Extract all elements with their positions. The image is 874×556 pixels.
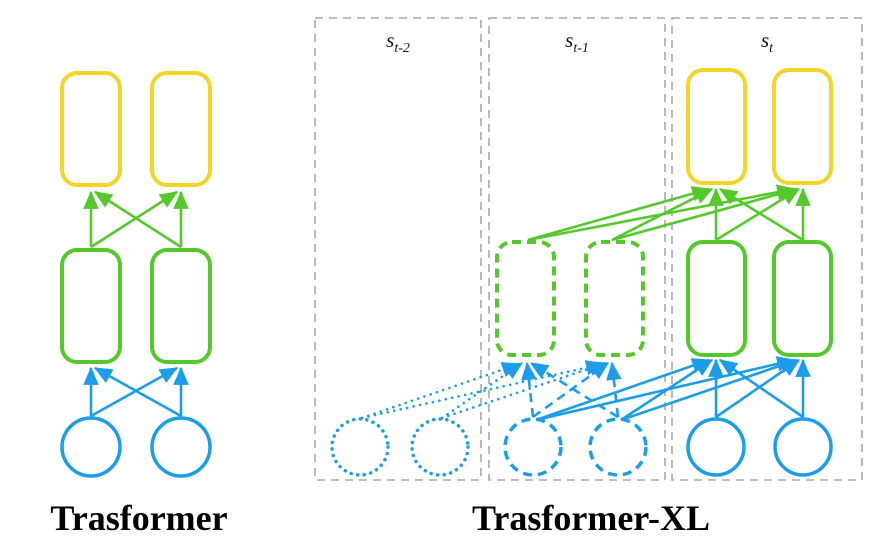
- edge-line: [620, 358, 799, 422]
- output-box: [150, 71, 212, 187]
- output-box: [60, 71, 122, 187]
- output-box: [686, 68, 747, 185]
- edge-line: [718, 358, 804, 419]
- edge-line: [93, 190, 182, 249]
- segment-label-main: s: [760, 28, 770, 52]
- xl-memory-input-edges-dashed: [521, 361, 622, 419]
- cached-hidden-box: [495, 240, 556, 357]
- segment-label-sub: t-1: [573, 41, 589, 57]
- segment-box-t: [671, 17, 863, 481]
- memory-input-node: [588, 417, 648, 477]
- edge-line: [620, 358, 714, 422]
- segment-label-main: s: [386, 28, 395, 52]
- edge-line: [529, 361, 619, 419]
- edge-line: [606, 361, 622, 418]
- input-node: [150, 416, 212, 478]
- edge-line: [521, 361, 537, 418]
- edge-line: [611, 185, 799, 242]
- segment-label-sub: t: [769, 41, 774, 57]
- edge-line: [611, 187, 714, 242]
- edge-line: [440, 360, 608, 420]
- cached-input-node: [410, 417, 470, 477]
- xl-current-input-edges: [535, 356, 811, 422]
- memory-input-node: [503, 417, 563, 477]
- segment-label-t: st: [761, 28, 773, 57]
- edge-line: [360, 362, 521, 420]
- hidden-box: [150, 248, 212, 364]
- edge-line: [535, 358, 711, 422]
- edge-line: [440, 361, 524, 420]
- edge-line: [532, 361, 610, 419]
- cached-hidden-box: [584, 240, 645, 357]
- edge-line: [527, 186, 711, 242]
- input-node: [60, 416, 122, 478]
- segment-box-t-2: [314, 17, 482, 481]
- edge-line: [90, 366, 179, 418]
- segment-label-main: s: [565, 28, 574, 52]
- segment-label-t-2: st-2: [386, 28, 410, 57]
- transformer-xl-title: Trasformer-XL: [472, 498, 710, 538]
- segment-label-t-1: st-1: [565, 28, 589, 57]
- edge-line: [718, 187, 804, 242]
- edge-line: [715, 187, 801, 242]
- transformer-xl-diagram: [314, 17, 863, 481]
- xl-cached-input-edges-dotted: [360, 360, 608, 420]
- transformer-hidden-edges: [83, 190, 189, 249]
- transformer-input-edges: [83, 366, 189, 418]
- segment-box-t-1: [488, 17, 666, 481]
- hidden-box: [60, 248, 122, 364]
- input-node: [773, 417, 833, 477]
- transformer-diagram: [60, 71, 212, 478]
- hidden-box: [686, 240, 747, 357]
- segment-label-sub: t-2: [394, 41, 410, 57]
- edge-line: [360, 360, 605, 420]
- xl-hidden-to-output-edges: [527, 184, 811, 242]
- edge-line: [90, 190, 179, 249]
- cached-input-node: [330, 417, 390, 477]
- edge-line: [93, 366, 182, 418]
- input-node: [686, 417, 746, 477]
- hidden-box: [772, 240, 833, 357]
- edge-line: [715, 358, 801, 419]
- output-box: [772, 68, 833, 185]
- transformer-title: Trasformer: [50, 498, 228, 538]
